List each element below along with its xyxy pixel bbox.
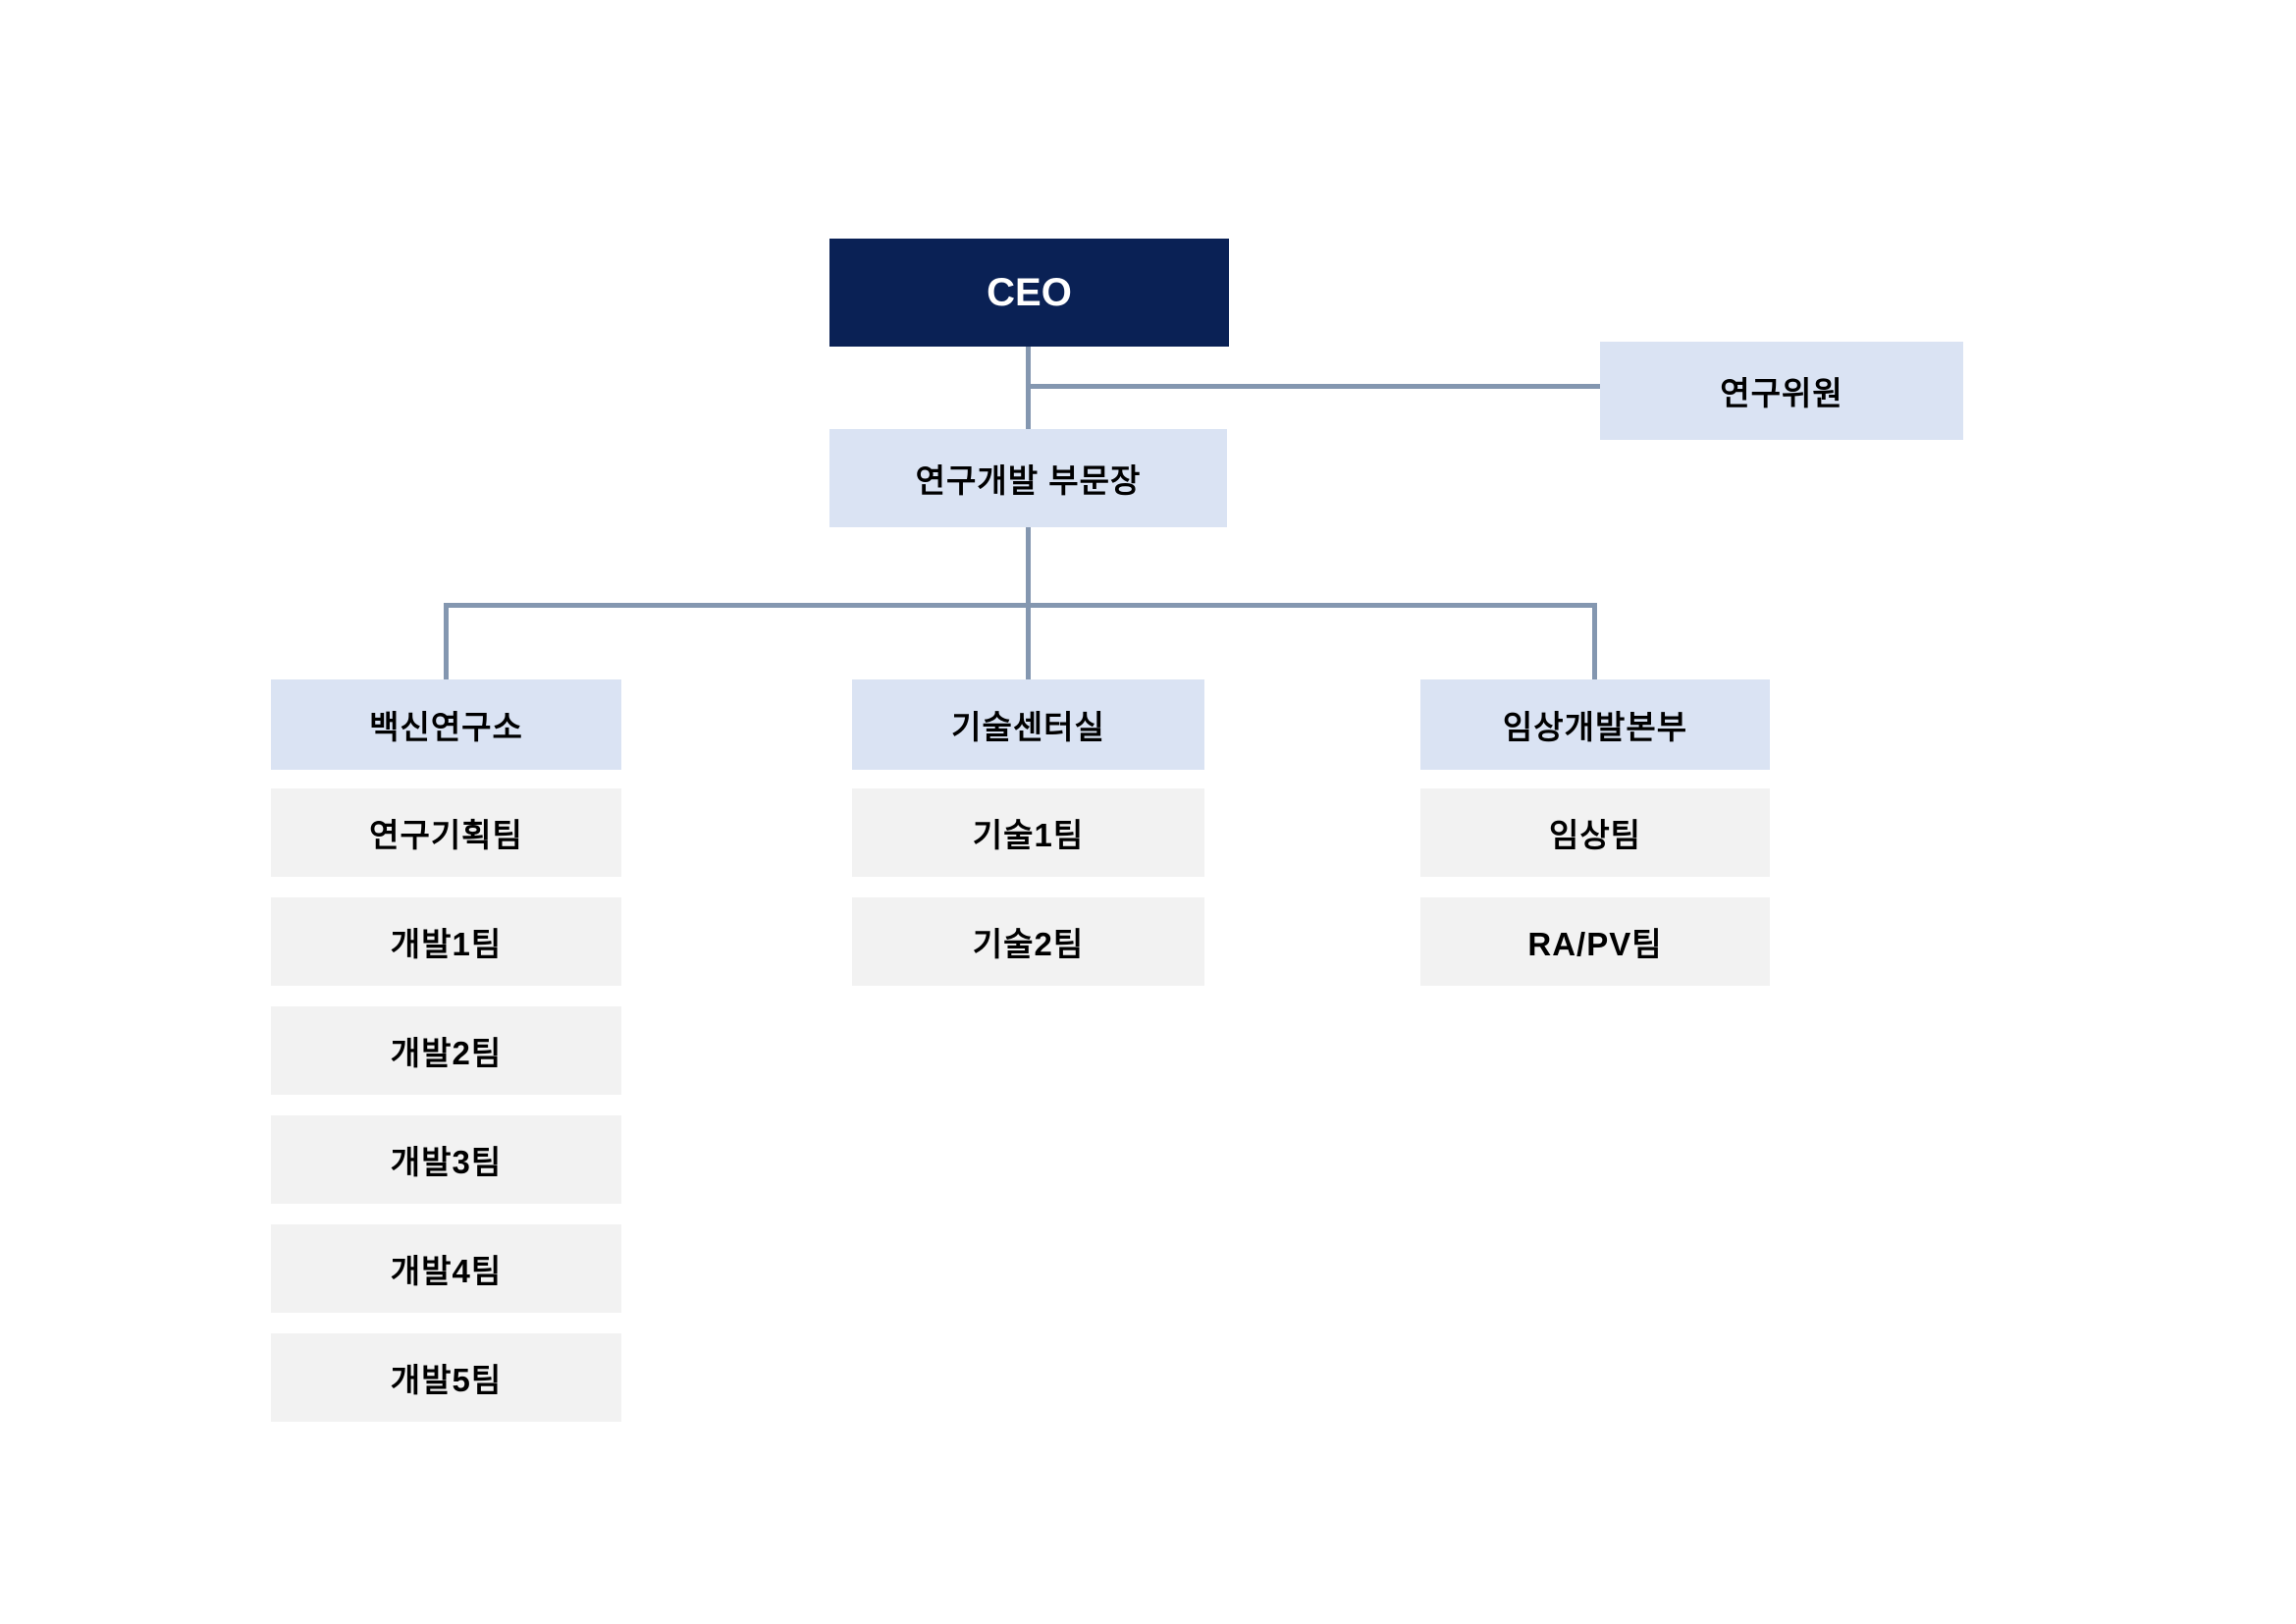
team-column-clinical-dev: 임상팀 RA/PV팀 [1420, 788, 1770, 986]
node-research-committee: 연구위원 [1600, 342, 1963, 440]
node-ceo: CEO [829, 239, 1229, 347]
node-branch-vaccine-institute: 백신연구소 [271, 679, 621, 770]
node-branch-clinical-dev: 임상개발본부 [1420, 679, 1770, 770]
team-column-tech-center: 기술1팀 기술2팀 [852, 788, 1204, 986]
connector-drop-branch-0 [444, 603, 449, 681]
team-box: 기술1팀 [852, 788, 1204, 877]
connector-to-advisor [1026, 384, 1600, 389]
team-box: 기술2팀 [852, 897, 1204, 986]
team-box: RA/PV팀 [1420, 897, 1770, 986]
node-branch-tech-center: 기술센터실 [852, 679, 1204, 770]
team-box: 개발3팀 [271, 1115, 621, 1204]
team-box: 연구기획팀 [271, 788, 621, 877]
connector-ceo-to-division [1026, 347, 1031, 431]
team-box: 개발4팀 [271, 1224, 621, 1313]
team-box: 개발2팀 [271, 1006, 621, 1095]
connector-branch-bus [444, 603, 1597, 608]
team-box: 개발1팀 [271, 897, 621, 986]
team-column-vaccine-institute: 연구기획팀 개발1팀 개발2팀 개발3팀 개발4팀 개발5팀 [271, 788, 621, 1422]
team-box: 임상팀 [1420, 788, 1770, 877]
team-box: 개발5팀 [271, 1333, 621, 1422]
node-division-head: 연구개발 부문장 [829, 429, 1227, 527]
connector-drop-branch-2 [1592, 603, 1597, 681]
